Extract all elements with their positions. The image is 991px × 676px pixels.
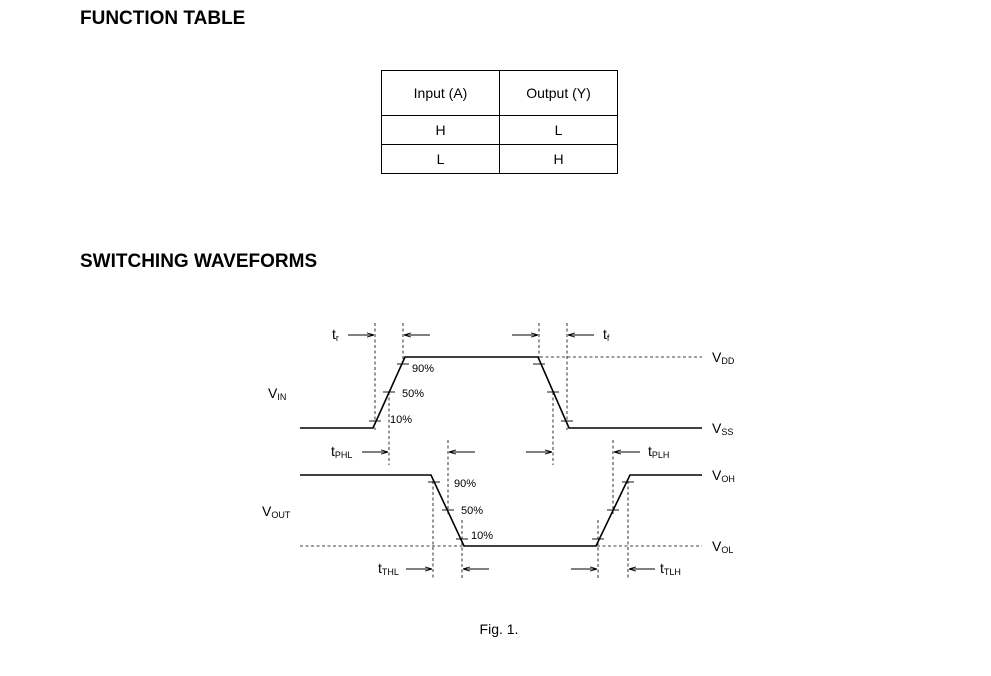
percent-label-50: 50% — [461, 505, 483, 517]
vout-label: VOUT — [262, 503, 291, 520]
ttlh-label: tTLH — [660, 560, 681, 577]
column-header-output: Output (Y) — [499, 70, 618, 116]
tplh-label: tPLH — [648, 443, 669, 460]
percent-label-10: 10% — [471, 530, 493, 542]
voh-label: VOH — [712, 467, 735, 484]
table-cell: H — [381, 115, 500, 145]
table-cell: L — [381, 144, 500, 174]
tf-label: tf — [603, 326, 610, 343]
table-header-row: Input (A) Output (Y) — [381, 70, 618, 116]
function-table-title: FUNCTION TABLE — [80, 8, 246, 29]
switching-waveforms-title: SWITCHING WAVEFORMS — [80, 251, 318, 272]
vin-label: VIN — [268, 385, 286, 402]
table-cell: L — [499, 115, 618, 145]
vss-label: VSS — [712, 420, 733, 437]
timing-arrows — [348, 335, 655, 569]
tr-label: tr — [332, 326, 339, 343]
table-cell: H — [499, 144, 618, 174]
vin-waveform — [300, 356, 702, 429]
table-row: H L — [381, 115, 618, 145]
table-row: L H — [381, 144, 618, 174]
vdd-label: VDD — [712, 349, 735, 366]
function-table: Input (A) Output (Y) H L L H — [381, 70, 618, 174]
figure-caption: Fig. 1. — [480, 621, 519, 637]
percent-label-90: 90% — [412, 363, 434, 375]
tthl-label: tTHL — [378, 560, 399, 577]
column-header-input: Input (A) — [381, 70, 500, 116]
edge-ticks — [369, 363, 634, 540]
tphl-label: tPHL — [331, 443, 352, 460]
percent-label-50: 50% — [402, 388, 424, 400]
percent-label-90: 90% — [454, 478, 476, 490]
percent-label-10: 10% — [390, 414, 412, 426]
vol-label: VOL — [712, 538, 733, 555]
vout-waveform — [300, 474, 702, 547]
